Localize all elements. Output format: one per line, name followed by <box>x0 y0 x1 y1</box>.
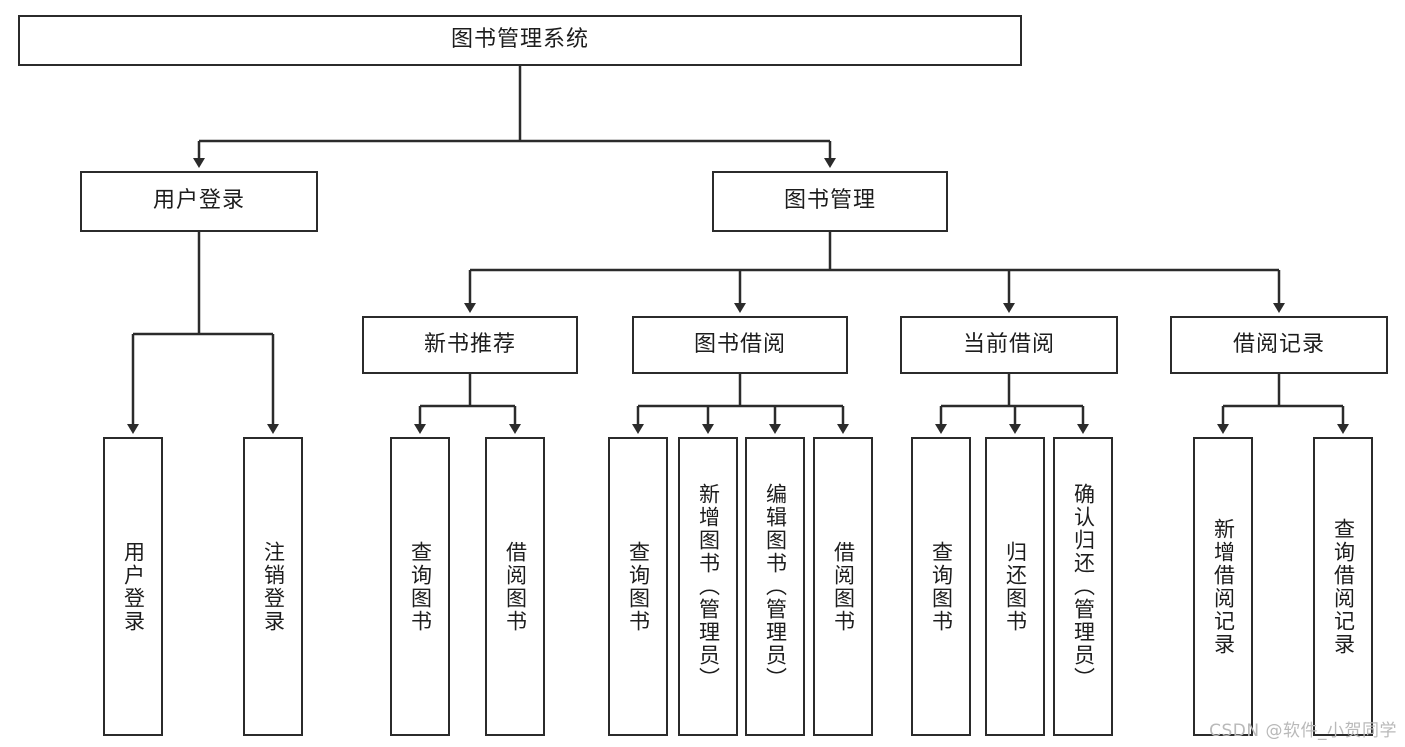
node-book-borrow-label: 图书借阅 <box>693 331 786 357</box>
node-leaf-logout[interactable]: 注销登录 <box>243 437 303 736</box>
node-book-manage-label: 图书管理 <box>783 188 876 214</box>
node-leaf-user-login-label: 用户登录 <box>121 540 146 633</box>
node-leaf-query-book-1-label: 查询图书 <box>408 540 433 633</box>
node-leaf-add-record[interactable]: 新增借阅记录 <box>1193 437 1253 736</box>
node-leaf-query-record-label: 查询借阅记录 <box>1331 517 1356 656</box>
node-root-label: 图书管理系统 <box>450 27 589 53</box>
node-leaf-borrow-book-1-label: 借阅图书 <box>503 540 528 633</box>
node-leaf-query-book-1[interactable]: 查询图书 <box>390 437 450 736</box>
node-borrow-record[interactable]: 借阅记录 <box>1170 316 1388 374</box>
node-new-book-recommend[interactable]: 新书推荐 <box>362 316 578 374</box>
node-leaf-return-book[interactable]: 归还图书 <box>985 437 1045 736</box>
node-leaf-borrow-book-2[interactable]: 借阅图书 <box>813 437 873 736</box>
node-leaf-query-book-3-label: 查询图书 <box>929 540 954 633</box>
node-leaf-edit-book-label: 编辑图书（管理员） <box>763 483 788 690</box>
node-leaf-edit-book[interactable]: 编辑图书（管理员） <box>745 437 805 736</box>
node-leaf-query-record[interactable]: 查询借阅记录 <box>1313 437 1373 736</box>
csdn-watermark: CSDN @软件_小贺同学 <box>1209 721 1397 741</box>
node-leaf-confirm-return-label: 确认归还（管理员） <box>1071 483 1096 690</box>
node-leaf-add-book[interactable]: 新增图书（管理员） <box>678 437 738 736</box>
node-current-borrow-label: 当前借阅 <box>962 331 1055 357</box>
node-leaf-query-book-3[interactable]: 查询图书 <box>911 437 971 736</box>
node-leaf-borrow-book-1[interactable]: 借阅图书 <box>485 437 545 736</box>
node-book-manage[interactable]: 图书管理 <box>712 171 948 232</box>
node-leaf-add-record-label: 新增借阅记录 <box>1211 517 1236 656</box>
node-user-login-label: 用户登录 <box>152 188 245 214</box>
node-book-borrow[interactable]: 图书借阅 <box>632 316 848 374</box>
node-leaf-logout-label: 注销登录 <box>261 540 286 633</box>
node-leaf-query-book-2-label: 查询图书 <box>626 540 651 633</box>
node-current-borrow[interactable]: 当前借阅 <box>900 316 1118 374</box>
node-leaf-user-login[interactable]: 用户登录 <box>103 437 163 736</box>
node-new-book-recommend-label: 新书推荐 <box>423 331 516 357</box>
node-user-login[interactable]: 用户登录 <box>80 171 318 232</box>
node-leaf-add-book-label: 新增图书（管理员） <box>696 483 721 690</box>
node-borrow-record-label: 借阅记录 <box>1232 331 1325 357</box>
node-root[interactable]: 图书管理系统 <box>18 15 1022 66</box>
node-leaf-return-book-label: 归还图书 <box>1003 540 1028 633</box>
node-leaf-confirm-return[interactable]: 确认归还（管理员） <box>1053 437 1113 736</box>
node-leaf-borrow-book-2-label: 借阅图书 <box>831 540 856 633</box>
node-leaf-query-book-2[interactable]: 查询图书 <box>608 437 668 736</box>
